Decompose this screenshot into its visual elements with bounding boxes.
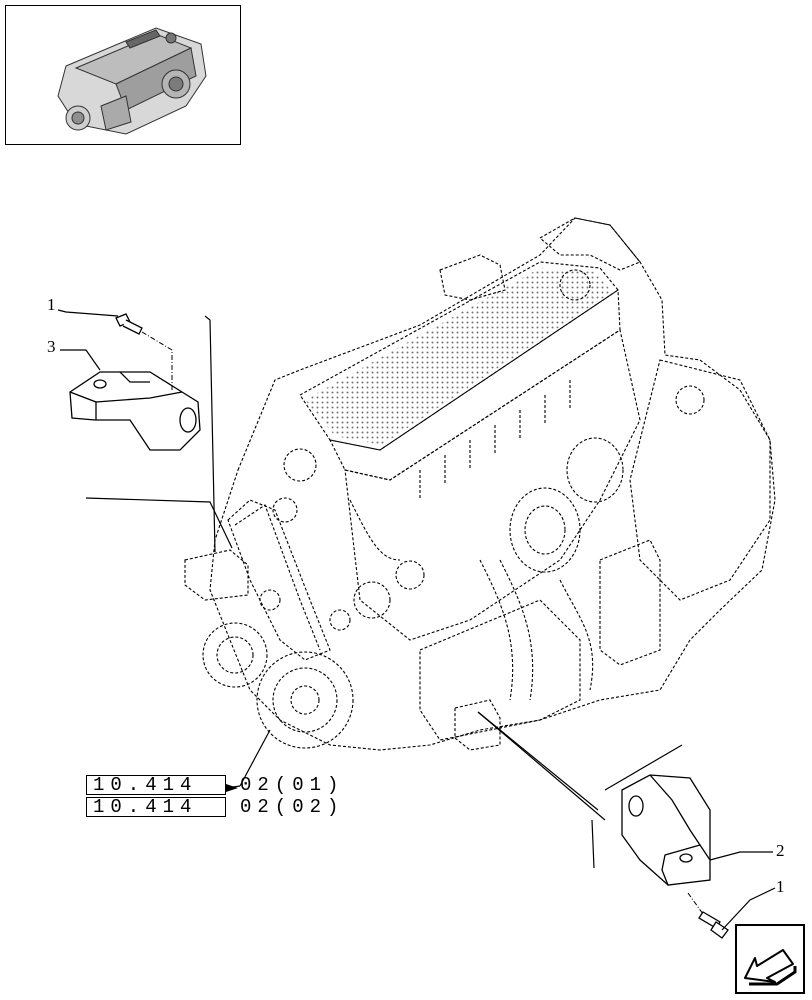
reference-suffix-1: 02(01) — [240, 774, 345, 796]
bolt-part-1-top — [115, 313, 143, 335]
ref-arrowhead — [226, 784, 238, 792]
reference-suffix-2: 02(02) — [240, 796, 345, 818]
bracket-part-3 — [69, 371, 201, 451]
reference-box-1[interactable]: 10.414 — [86, 775, 226, 795]
engine-thumbnail — [5, 5, 241, 145]
callout-1-bottom: 1 — [776, 877, 785, 896]
callout-1-top: 1 — [47, 295, 56, 314]
callout-3: 3 — [47, 337, 56, 356]
valve-cover-texture — [305, 268, 612, 445]
bolt-centerline-top — [141, 331, 173, 390]
bolt-part-1-bottom — [698, 911, 729, 939]
bracket-part-2 — [621, 774, 711, 886]
previous-page-button[interactable] — [735, 924, 805, 994]
reference-box-2[interactable]: 10.414 — [86, 797, 226, 817]
leader-lines — [57, 309, 776, 931]
previous-page-arrow-icon — [744, 949, 797, 986]
callout-2: 2 — [776, 841, 785, 860]
engine-thumbnail-icon — [57, 27, 207, 135]
bolt-centerline-bottom — [687, 892, 704, 915]
engine-outline — [184, 217, 776, 751]
